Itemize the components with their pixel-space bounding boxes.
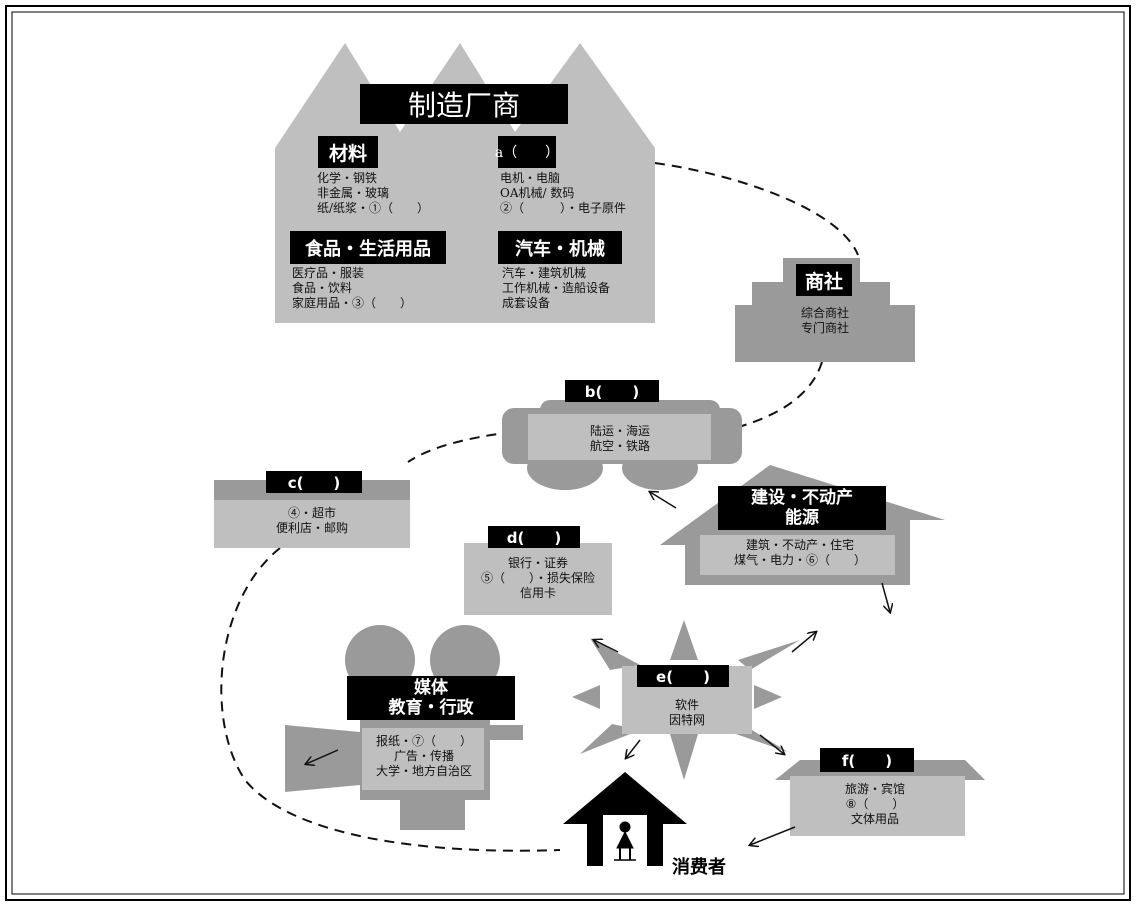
finance-line-3: 信用卡 (519, 586, 556, 600)
finance-body (464, 543, 612, 615)
transport-lines: 陆运・海运 航空・铁路 (560, 424, 680, 454)
manufacturer-title: 制造厂商 (360, 84, 568, 124)
construction-panel (700, 535, 895, 575)
leisure-line-2: ⑧（ ） (845, 797, 905, 811)
food-line-3: 家庭用品・③（ ） (292, 296, 413, 310)
retail-line-1: ④・超市 (287, 506, 336, 520)
transport-label: b( ) (565, 380, 659, 402)
food-line-1: 医疗品・服装 (292, 266, 365, 280)
it-lines: 软件 因特网 (622, 698, 752, 728)
arrow-to-camera (306, 749, 339, 764)
truck-panel (528, 414, 711, 460)
food-line-2: 食品・饮料 (292, 281, 353, 295)
cycle-path-left (220, 547, 561, 852)
auto-label: 汽车・机械 (498, 231, 622, 264)
retail-label: c( ) (266, 471, 362, 493)
retail-lines: ④・超市 便利店・邮购 (250, 506, 374, 536)
it-label: e( ) (637, 665, 729, 687)
construction-label-line-2: 能源 (785, 508, 819, 528)
materials-line-2: 非金属・玻璃 (317, 186, 390, 200)
retail-body (214, 500, 410, 548)
leisure-body (790, 776, 965, 836)
cycle-path-right (719, 361, 823, 433)
construction-lines: 建筑・不动产・住宅 煤气・电力・⑥（ ） (700, 538, 900, 568)
food-label: 食品・生活用品 (290, 231, 446, 264)
consumer-person-icon (614, 821, 636, 861)
materials-label: 材料 (318, 136, 378, 168)
camera-lens (285, 725, 360, 792)
arrow-to-consumer (750, 826, 796, 845)
media-lines: 报纸・⑦（ ） 广告・传播 大学・地方自治区 (360, 734, 488, 779)
outer-border (5, 5, 1131, 901)
retail-line-2: 便利店・邮购 (275, 521, 348, 535)
it-line-2: 因特网 (668, 713, 705, 727)
materials-line-1: 化学・钢铁 (317, 171, 378, 185)
camera-stand (400, 795, 465, 830)
auto-line-1: 汽车・建筑机械 (502, 266, 587, 280)
finance-line-1: 银行・证券 (507, 556, 568, 570)
construction-line-2: 煤气・电力・⑥（ ） (733, 553, 866, 567)
arrow-it-right (791, 632, 816, 653)
leisure-line-1: 旅游・宾馆 (844, 782, 905, 796)
arrow-to-transport (650, 492, 677, 509)
finance-line-2: ⑤（ ）・损失保险 (480, 571, 595, 585)
it-line-1: 软件 (674, 698, 699, 712)
materials-lines: 化学・钢铁 非金属・玻璃 纸/纸浆・①（ ） (317, 171, 429, 216)
food-lines: 医疗品・服装 食品・饮料 家庭用品・③（ ） (292, 266, 412, 311)
trading-lines: 综合商社 专门商社 (775, 306, 875, 336)
media-label-line-1: 媒体 (414, 678, 448, 698)
trading-line-2: 专门商社 (800, 321, 849, 335)
leisure-line-3: 文体用品 (850, 812, 899, 826)
finance-lines: 银行・证券 ⑤（ ）・损失保险 信用卡 (464, 556, 612, 601)
leisure-label: f( ) (820, 748, 914, 772)
auto-line-3: 成套设备 (502, 296, 551, 310)
camera-handle (488, 725, 523, 740)
media-line-2: 广告・传播 (393, 749, 454, 763)
camera-panel (362, 728, 484, 790)
media-label-line-2: 教育・行政 (388, 698, 474, 718)
media-label: 媒体 教育・行政 (347, 676, 515, 720)
trading-building (735, 258, 915, 362)
cycle-path-top (654, 162, 859, 256)
leisure-lines: 旅游・宾馆 ⑧（ ） 文体用品 (800, 782, 950, 827)
arrow-it-left (594, 640, 619, 653)
transport-line-1: 陆运・海运 (589, 424, 650, 438)
blank-a-line-1: 电机・电脑 (500, 171, 561, 185)
trading-label: 商社 (796, 264, 852, 296)
blank-a-line-3: ②（ ）・电子原件 (500, 201, 627, 215)
inner-border (11, 11, 1125, 895)
auto-line-2: 工作机械・造船设备 (502, 281, 611, 295)
construction-label: 建设・不动产 能源 (718, 486, 886, 530)
arrow-to-leisure-down (881, 582, 890, 612)
blank-a-lines: 电机・电脑 OA机械/ 数码 ②（ ）・电子原件 (500, 171, 626, 216)
trading-line-1: 综合商社 (800, 306, 849, 320)
auto-lines: 汽车・建筑机械 工作机械・造船设备 成套设备 (502, 266, 610, 311)
transport-line-2: 航空・铁路 (589, 439, 650, 453)
construction-label-line-1: 建设・不动产 (751, 488, 853, 508)
consumer-label: 消费者 (672, 857, 726, 878)
blank-a-label: a（ ） (495, 136, 559, 168)
construction-line-1: 建筑・不动产・住宅 (745, 538, 854, 552)
blank-a-line-2: OA机械/ 数码 (500, 186, 575, 200)
finance-label: d( ) (488, 526, 580, 548)
arrow-it-down-left (626, 739, 641, 758)
materials-line-3: 纸/纸浆・①（ ） (317, 201, 430, 215)
media-line-3: 大学・地方自治区 (375, 764, 472, 778)
media-line-1: 报纸・⑦（ ） (375, 734, 472, 748)
arrow-it-down-right (759, 734, 784, 754)
